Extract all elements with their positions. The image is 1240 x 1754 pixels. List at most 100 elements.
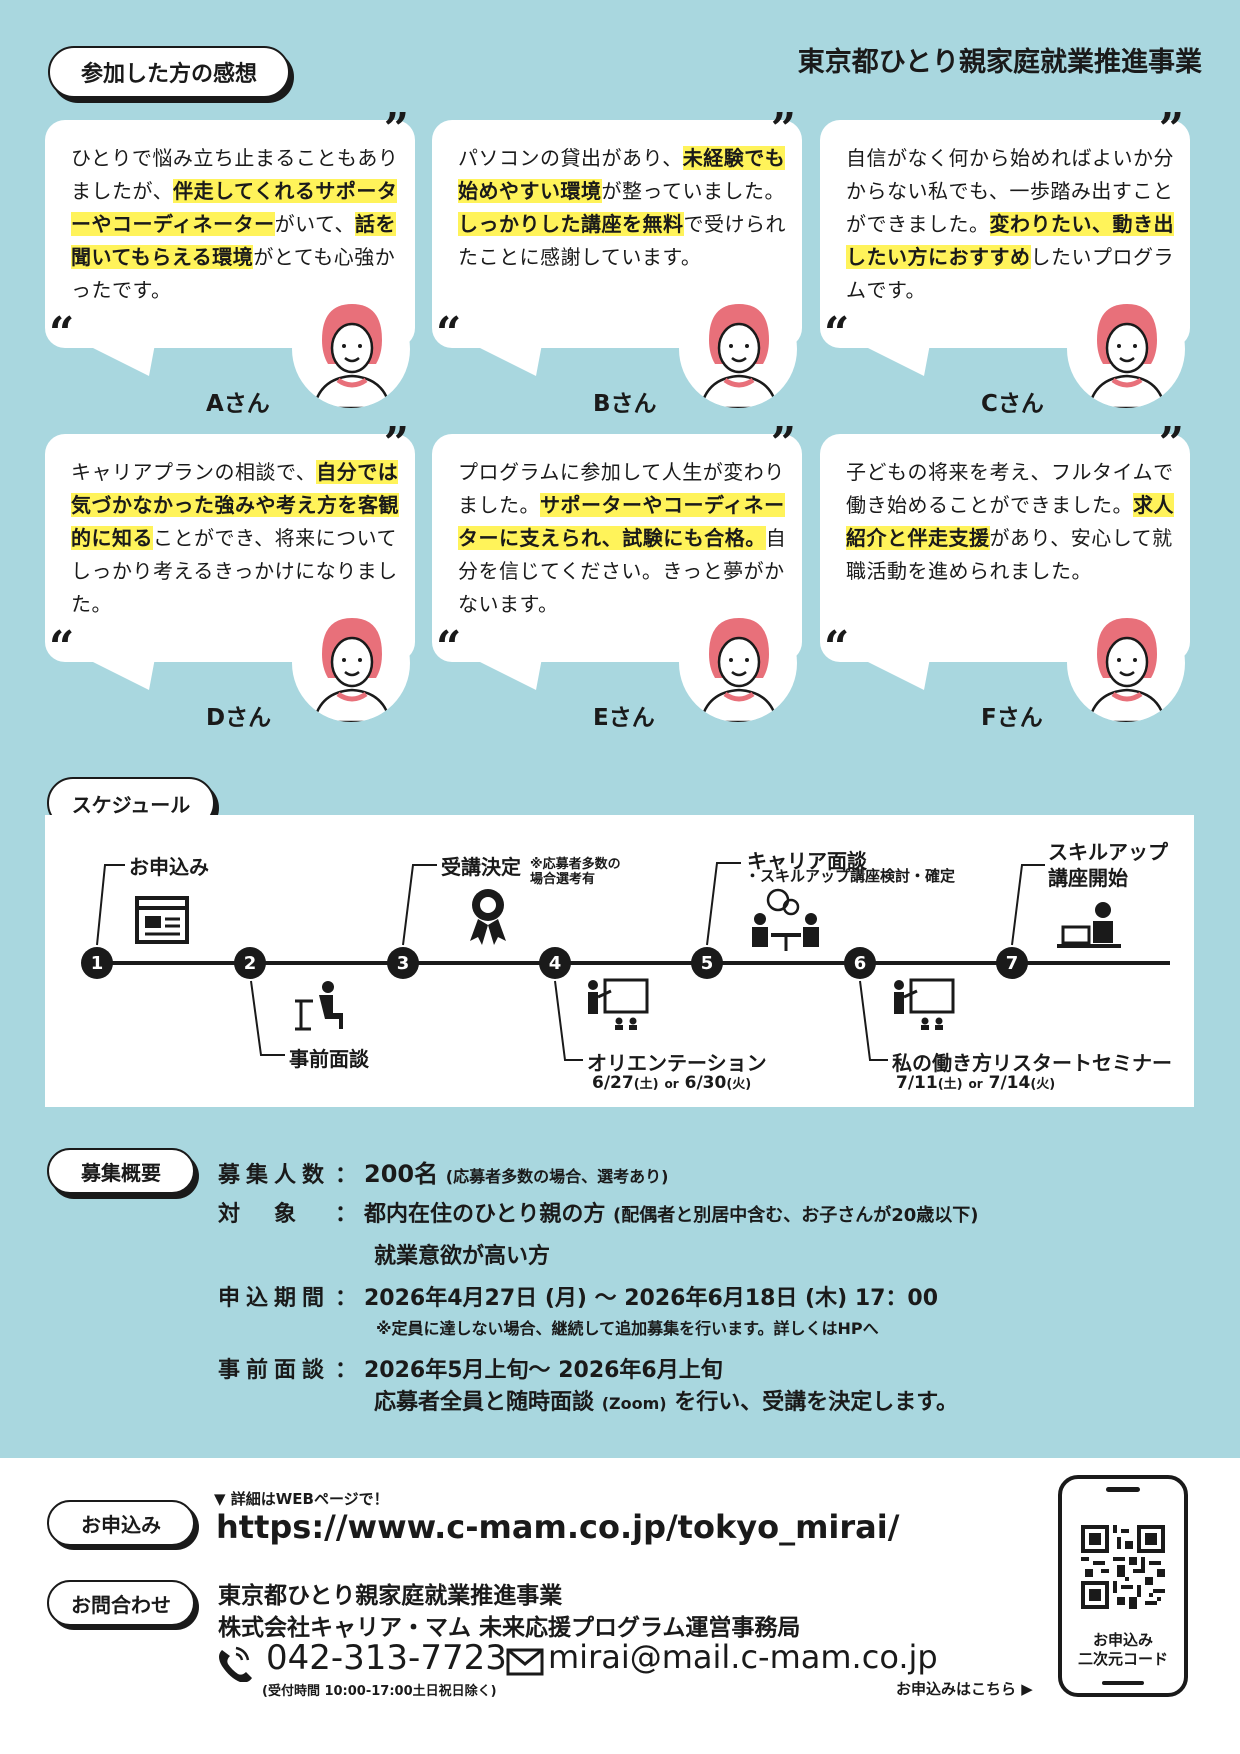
testimonial-name: Dさん — [206, 705, 272, 731]
interview-desk-icon — [295, 981, 343, 1031]
contact-phone-number[interactable]: 042-313-7723 — [266, 1638, 507, 1678]
text-segment: が整っていました。 — [601, 179, 785, 203]
close-quote-icon: ” — [1158, 418, 1184, 469]
speech-tail-icon — [85, 344, 155, 376]
award-ribbon-icon — [470, 889, 506, 945]
phone-frame: お申込み 二次元コード — [1058, 1475, 1188, 1697]
step-7-label: スキルアップ 講座開始 — [1048, 840, 1168, 890]
open-quote-icon: “ — [49, 308, 75, 359]
text-segment: キャリアプランの相談で、 — [71, 460, 317, 484]
testimonial-text: プログラムに参加して人生が変わりました。サポーターやコーディネーターに支えられ、… — [458, 456, 788, 621]
testimonial-card: “”自信がなく何から始めればよいか分からない私でも、一歩踏み出すことができました… — [820, 108, 1190, 376]
step-5-note: ・スキルアップ講座検討・確定 — [745, 867, 956, 885]
mail-icon — [506, 1648, 544, 1676]
recruitment-target-row-2: 就業意欲が高い方 — [374, 1244, 551, 1269]
open-quote-icon: “ — [436, 622, 462, 673]
person-avatar-icon — [292, 604, 410, 722]
text-segment: ことができ、将来についてしっかり考えるきっかけになりました。 — [71, 526, 398, 616]
testimonial-name: Aさん — [206, 391, 270, 417]
seminar-board-icon — [894, 978, 955, 1030]
step-number-5: 5 — [691, 947, 723, 979]
contact-org-2: 株式会社キャリア・マム 未来応援プログラム運営事務局 — [218, 1615, 801, 1641]
speech-tail-icon — [85, 658, 155, 690]
presentation-board-icon — [588, 978, 649, 1030]
text-segment: があり、安心して就職活動を進められました。 — [846, 526, 1173, 583]
testimonial-name: Fさん — [981, 705, 1043, 731]
speech-tail-icon — [472, 344, 542, 376]
text-segment: がとても心強かったです。 — [71, 245, 396, 302]
speech-tail-icon — [472, 658, 542, 690]
step-number-4: 4 — [539, 947, 571, 979]
text-segment: パソコンの貸出があり、 — [458, 146, 683, 170]
testimonial-text: パソコンの貸出があり、未経験でも始めやすい環境が整っていました。しっかりした講座… — [458, 142, 788, 274]
open-quote-icon: “ — [824, 622, 850, 673]
step-2-label: 事前面談 — [289, 1047, 369, 1071]
person-avatar-icon — [679, 604, 797, 722]
text-segment: で受けられたことに感謝しています。 — [458, 212, 786, 269]
qr-arrow-note: お申込みはこちら ▶ — [896, 1680, 1033, 1698]
apply-url-link[interactable]: https://www.c-mam.co.jp/tokyo_mirai/ — [216, 1508, 900, 1546]
testimonial-card: “”子どもの将来を考え、フルタイムで働き始めることができました。求人紹介と伴走支… — [820, 422, 1190, 690]
contact-hours: (受付時間 10:00-17:00土日祝日除く) — [262, 1684, 497, 1699]
person-avatar-icon — [292, 290, 410, 408]
detail-note: ▼ 詳細はWEBページで！ — [214, 1490, 389, 1508]
close-quote-icon: ” — [770, 418, 796, 469]
testimonial-text: 自信がなく何から始めればよいか分からない私でも、一歩踏み出すことができました。変… — [846, 142, 1176, 307]
step-5-label: キャリア面談 — [747, 849, 867, 873]
testimonial-name: Bさん — [593, 391, 657, 417]
org-title: 東京都ひとり親家庭就業推進事業 — [797, 47, 1202, 78]
laptop-study-icon — [1057, 902, 1121, 948]
step-4-dates: 6/27(土) or 6/30(火) — [592, 1073, 752, 1093]
contact-section — [0, 1458, 1240, 1754]
speech-tail-icon — [860, 658, 930, 690]
testimonial-name: Cさん — [981, 391, 1044, 417]
close-quote-icon: ” — [1158, 104, 1184, 155]
text-segment: 自分を信じてください。きっと夢がかないます。 — [458, 526, 787, 616]
highlighted-phrase: しっかりした講座を無料 — [458, 212, 684, 236]
step-1-label: お申込み — [129, 855, 209, 879]
text-segment: ひとりで悩み立ち止まることもありましたが、 — [71, 146, 399, 203]
testimonial-text: 子どもの将来を考え、フルタイムで働き始めることができました。求人紹介と伴走支援が… — [846, 456, 1176, 588]
person-avatar-icon — [1067, 604, 1185, 722]
contact-email[interactable]: mirai@mail.c-mam.co.jp — [548, 1638, 938, 1676]
step-number-1: 1 — [81, 947, 113, 979]
close-quote-icon: ” — [383, 418, 409, 469]
recruitment-interview-row-2: 応募者全員と随時面談 (Zoom) を行い、受講を決定します。 — [374, 1390, 959, 1415]
step-4-label: オリエンテーション — [587, 1051, 767, 1075]
phone-icon — [219, 1646, 252, 1682]
person-avatar-icon — [1067, 290, 1185, 408]
person-avatar-icon — [679, 290, 797, 408]
recruitment-interview-row: 事前面談：2026年5月上旬〜 2026年6月上旬 — [218, 1358, 723, 1383]
recruitment-target-row: 対 象：都内在住のひとり親の方 (配偶者と別居中含む、お子さんが20歳以下) — [218, 1202, 979, 1227]
text-segment: したいプログラムです。 — [846, 245, 1174, 302]
speech-tail-icon — [860, 344, 930, 376]
testimonial-name: Eさん — [593, 705, 655, 731]
recruitment-period-note: ※定員に達しない場合、継続して追加募集を行います。詳しくはHPへ — [376, 1319, 879, 1338]
text-segment: 自信がなく何から始めればよいか分からない私でも、一歩踏み出すことができました。 — [846, 146, 1174, 236]
recruitment-label: 募集概要 — [47, 1148, 195, 1194]
text-segment: がいて、 — [274, 212, 356, 236]
recruitment-count-row: 募集人数：200名 (応募者多数の場合、選考あり) — [218, 1160, 669, 1188]
voices-label: 参加した方の感想 — [48, 46, 290, 98]
open-quote-icon: “ — [436, 308, 462, 359]
step-number-3: 3 — [387, 947, 419, 979]
qr-code-image[interactable] — [1081, 1525, 1165, 1609]
text-segment: 子どもの将来を考え、フルタイムで働き始めることができました。 — [846, 460, 1174, 517]
step-6-dates: 7/11(土) or 7/14(火) — [896, 1073, 1056, 1093]
career-meeting-icon — [752, 888, 819, 951]
apply-label: お申込み — [47, 1500, 195, 1546]
qr-caption: お申込み 二次元コード — [1077, 1631, 1168, 1668]
contact-org-1: 東京都ひとり親家庭就業推進事業 — [218, 1583, 563, 1609]
text-segment: プログラムに参加して人生が変わりました。 — [458, 460, 785, 517]
schedule-timeline: 1 2 3 4 5 6 7 お申込み 事前面談 受講決定 ※応募者多数の 場合選… — [45, 815, 1194, 1107]
close-quote-icon: ” — [770, 104, 796, 155]
testimonial-card: “”キャリアプランの相談で、自分では気づかなかった強みや考え方を客観的に知ること… — [45, 422, 415, 690]
step-3-note: ※応募者多数の 場合選考有 — [530, 857, 621, 887]
testimonial-text: キャリアプランの相談で、自分では気づかなかった強みや考え方を客観的に知ることがで… — [71, 456, 401, 621]
testimonial-text: ひとりで悩み立ち止まることもありましたが、伴走してくれるサポーターやコーディネー… — [71, 142, 401, 307]
timeline-lines — [96, 862, 1170, 1061]
close-quote-icon: ” — [383, 104, 409, 155]
application-form-icon — [135, 896, 189, 944]
step-6-label: 私の働き方リスタートセミナー — [892, 1051, 1172, 1075]
inquiry-label: お問合わせ — [47, 1580, 195, 1626]
